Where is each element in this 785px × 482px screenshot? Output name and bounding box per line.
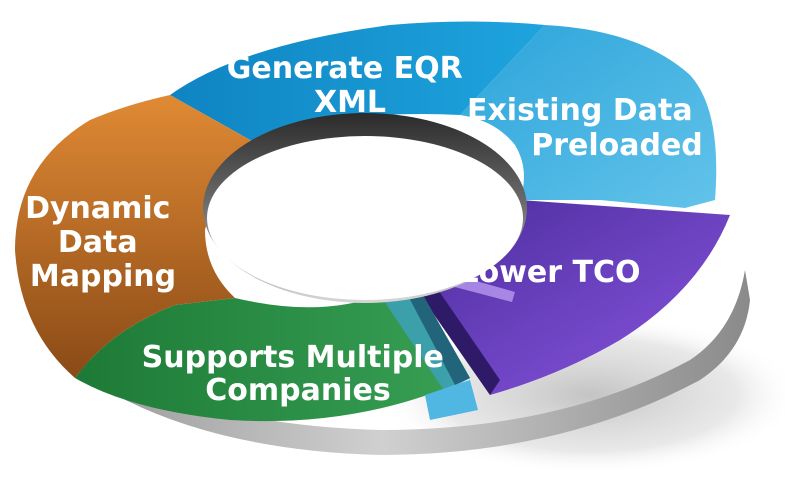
segment-supports-multiple-companies <box>75 290 470 422</box>
label-generate-eqr-xml: Generate EQR XML <box>227 51 473 120</box>
label-existing-data-preloaded: Existing Data Preloaded <box>467 93 703 163</box>
label-supports-multiple-companies: Supports Multiple Companies <box>142 340 455 408</box>
segment-existing-data-preloaded <box>460 25 717 208</box>
segment-dynamic-data-mapping <box>15 95 268 378</box>
green-cut-edge <box>405 290 470 385</box>
lower-tco-edge <box>410 278 500 395</box>
ring-hole <box>207 136 523 300</box>
segment-generate-eqr-xml <box>170 21 545 150</box>
label-dynamic-data-mapping: Dynamic Data Mapping <box>25 191 181 294</box>
blue-wedge-bottom <box>425 380 478 420</box>
label-lower-tco: Lower TCO <box>459 255 640 290</box>
